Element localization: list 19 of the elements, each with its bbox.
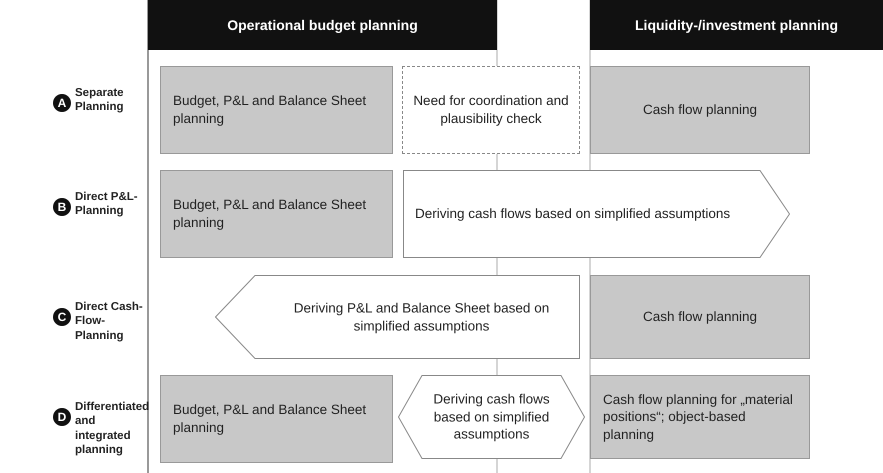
planning-box: Cash flow planning xyxy=(590,275,810,359)
planning-box: Cash flow planning for „material positions“; object-based planning xyxy=(590,375,810,459)
planning-box: Budget, P&L and Balance Sheet planning xyxy=(160,66,393,154)
row-label: Direct Cash-Flow-Planning xyxy=(75,300,144,344)
note-box: Need for coordination and plausibility check xyxy=(402,66,580,154)
row-label: Separate Planning xyxy=(75,86,125,115)
shape-label: Deriving cash flows based on simplified assumptions xyxy=(432,390,551,444)
row-marker: C xyxy=(53,308,71,326)
shape-label: Deriving P&L and Balance Sheet based on simplified assumptions xyxy=(292,299,550,335)
row-label: Direct P&L-Planning xyxy=(75,190,139,219)
planning-box: Cash flow planning xyxy=(590,66,810,154)
row-marker: D xyxy=(53,408,71,426)
planning-box: Budget, P&L and Balance Sheet planning xyxy=(160,375,393,463)
shape-label: Deriving cash flows based on simplified assumptions xyxy=(415,205,732,223)
row-marker: B xyxy=(53,198,71,216)
planning-box: Budget, P&L and Balance Sheet planning xyxy=(160,170,393,258)
column-header: Operational budget planning xyxy=(148,0,497,50)
row-marker: A xyxy=(53,94,71,112)
column-header: Liquidity-/investment planning xyxy=(590,0,883,50)
